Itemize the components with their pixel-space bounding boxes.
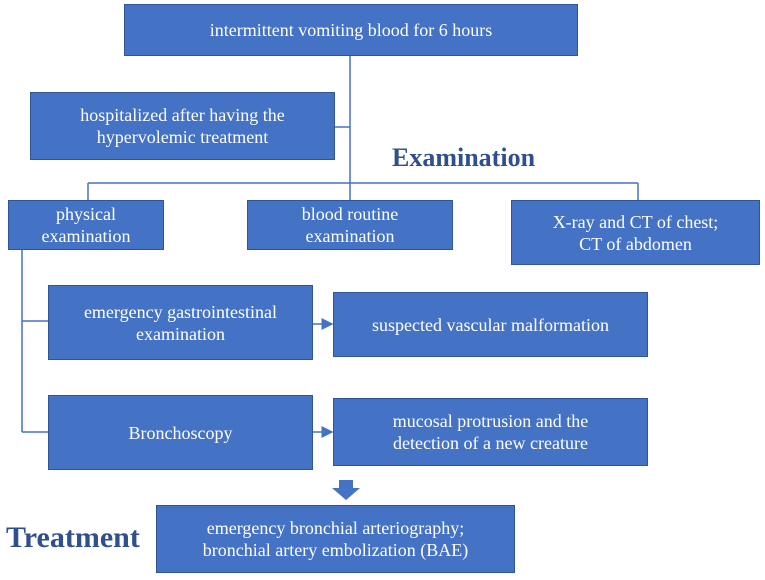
treatment-box: emergency bronchial arteriography; bronc…: [156, 505, 515, 573]
physical-examination-box: physical examination: [8, 200, 164, 250]
vascular-malformation-label: suspected vascular malformation: [372, 314, 609, 335]
emergency-gi-box: emergency gastrointestinal examination: [48, 285, 313, 360]
xray-ct-label: X-ray and CT of chest; CT of abdomen: [552, 211, 719, 254]
emergency-gi-label: emergency gastrointestinal examination: [83, 301, 278, 344]
examination-heading: Examination: [392, 143, 536, 172]
mucosal-protrusion-label: mucosal protrusion and the detection of …: [392, 411, 589, 453]
hospitalized-box: hospitalized after having the hypervolem…: [30, 92, 335, 160]
treatment-label: emergency bronchial arteriography; bronc…: [202, 518, 469, 560]
xray-ct-box: X-ray and CT of chest; CT of abdomen: [511, 200, 760, 265]
vascular-malformation-box: suspected vascular malformation: [333, 292, 648, 357]
treatment-heading: Treatment: [6, 521, 140, 554]
symptom-box: intermittent vomiting blood for 6 hours: [124, 4, 578, 56]
hospitalized-label: hospitalized after having the hypervolem…: [80, 105, 285, 147]
blood-routine-box: blood routine examination: [247, 200, 453, 250]
down-arrow: [332, 480, 360, 500]
blood-routine-label: blood routine examination: [301, 204, 399, 246]
bronchoscopy-box: Bronchoscopy: [48, 395, 313, 470]
physical-examination-label: physical examination: [41, 204, 131, 246]
mucosal-protrusion-box: mucosal protrusion and the detection of …: [333, 398, 648, 466]
symptom-label: intermittent vomiting blood for 6 hours: [209, 20, 493, 40]
bronchoscopy-label: Bronchoscopy: [128, 422, 233, 443]
